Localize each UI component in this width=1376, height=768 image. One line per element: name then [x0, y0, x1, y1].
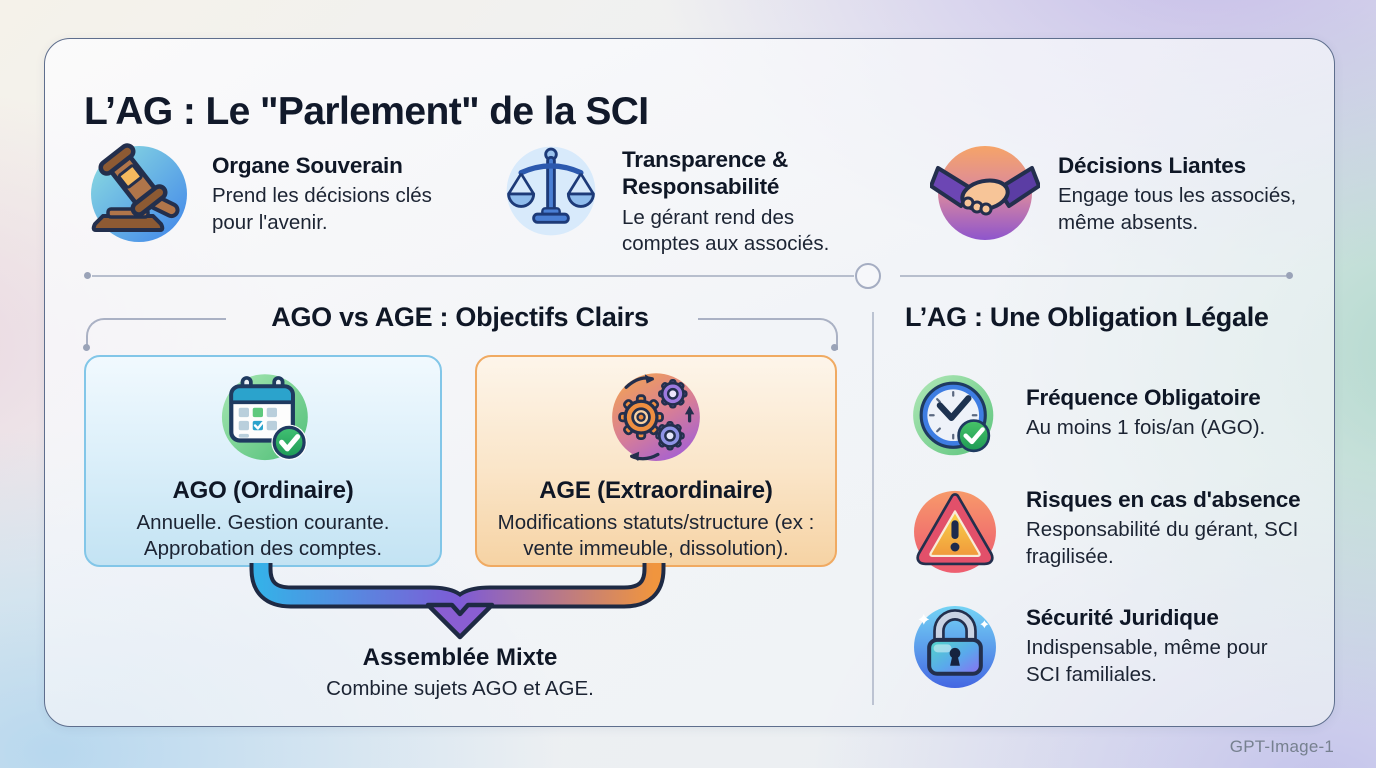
vertical-divider	[872, 312, 874, 705]
divider-dot-right	[1286, 272, 1293, 279]
card-age: AGE (Extraordinaire) Modifications statu…	[475, 355, 837, 567]
obligation-desc: Indispensable, même pour SCI familiales.	[1026, 636, 1268, 686]
feature-desc: Le gérant rend des comptes aux associés.	[622, 205, 830, 256]
feature-decisions-liantes: Décisions Liantes Engage tous les associ…	[930, 138, 1310, 248]
card-ago: AGO (Ordinaire) Annuelle. Gestion couran…	[84, 355, 442, 567]
card-desc: Annuelle. Gestion courante. Approbation …	[136, 511, 390, 560]
obligation-desc: Responsabilité du gérant, SCI fragilisée…	[1026, 518, 1299, 568]
gavel-icon	[84, 138, 194, 248]
comparison-section-title: AGO vs AGE : Objectifs Clairs	[271, 302, 649, 332]
feature-title: Décisions Liantes	[1058, 153, 1246, 178]
gears-icon	[600, 363, 712, 475]
card-title: AGE (Extraordinaire)	[539, 477, 773, 504]
card-desc: Modifications statuts/structure (ex : ve…	[497, 511, 815, 560]
obligation-section-title: L’AG : Une Obligation Légale	[905, 302, 1269, 332]
feature-transparence: Transparence & Responsabilité Le gérant …	[498, 138, 847, 257]
feature-organe-souverain: Organe Souverain Prend les décisions clé…	[84, 138, 450, 248]
clock-check-icon	[906, 368, 1004, 466]
divider-circle	[855, 263, 881, 289]
merge-arrow	[249, 563, 666, 640]
calendar-check-icon	[207, 363, 319, 475]
handshake-icon	[930, 138, 1040, 248]
bracket-left	[86, 318, 226, 350]
feature-title: Organe Souverain	[212, 153, 403, 178]
divider-line-right	[900, 275, 1286, 277]
watermark: GPT-Image-1	[1229, 737, 1334, 756]
obligation-item-securite: Sécurité Juridique Indispensable, même p…	[906, 598, 1304, 696]
obligation-title: Sécurité Juridique	[1026, 605, 1219, 630]
warning-icon	[906, 482, 1004, 580]
obligation-item-risques: Risques en cas d'absence Responsabilité …	[906, 482, 1312, 580]
divider-dot-left	[84, 272, 91, 279]
feature-desc: Engage tous les associés, même absents.	[1058, 184, 1297, 234]
obligation-desc: Au moins 1 fois/an (AGO).	[1026, 416, 1266, 440]
scales-icon	[498, 138, 604, 244]
card-title: AGO (Ordinaire)	[172, 477, 354, 504]
obligation-title: Risques en cas d'absence	[1026, 487, 1301, 512]
lock-icon	[906, 598, 1004, 696]
feature-desc: Prend les décisions clés pour l'avenir.	[212, 184, 432, 234]
divider-line-left	[92, 275, 854, 277]
bracket-dot-left	[83, 344, 90, 351]
feature-title: Transparence & Responsabilité	[622, 147, 789, 200]
page-title: L’AG : Le "Parlement" de la SCI	[84, 90, 649, 134]
bracket-dot-right	[831, 344, 838, 351]
bracket-right	[698, 318, 838, 350]
obligation-title: Fréquence Obligatoire	[1026, 385, 1261, 410]
mixed-assembly-desc: Combine sujets AGO et AGE.	[326, 677, 594, 700]
mixed-assembly-title: Assemblée Mixte	[362, 644, 558, 671]
obligation-item-frequence: Fréquence Obligatoire Au moins 1 fois/an…	[906, 368, 1302, 466]
